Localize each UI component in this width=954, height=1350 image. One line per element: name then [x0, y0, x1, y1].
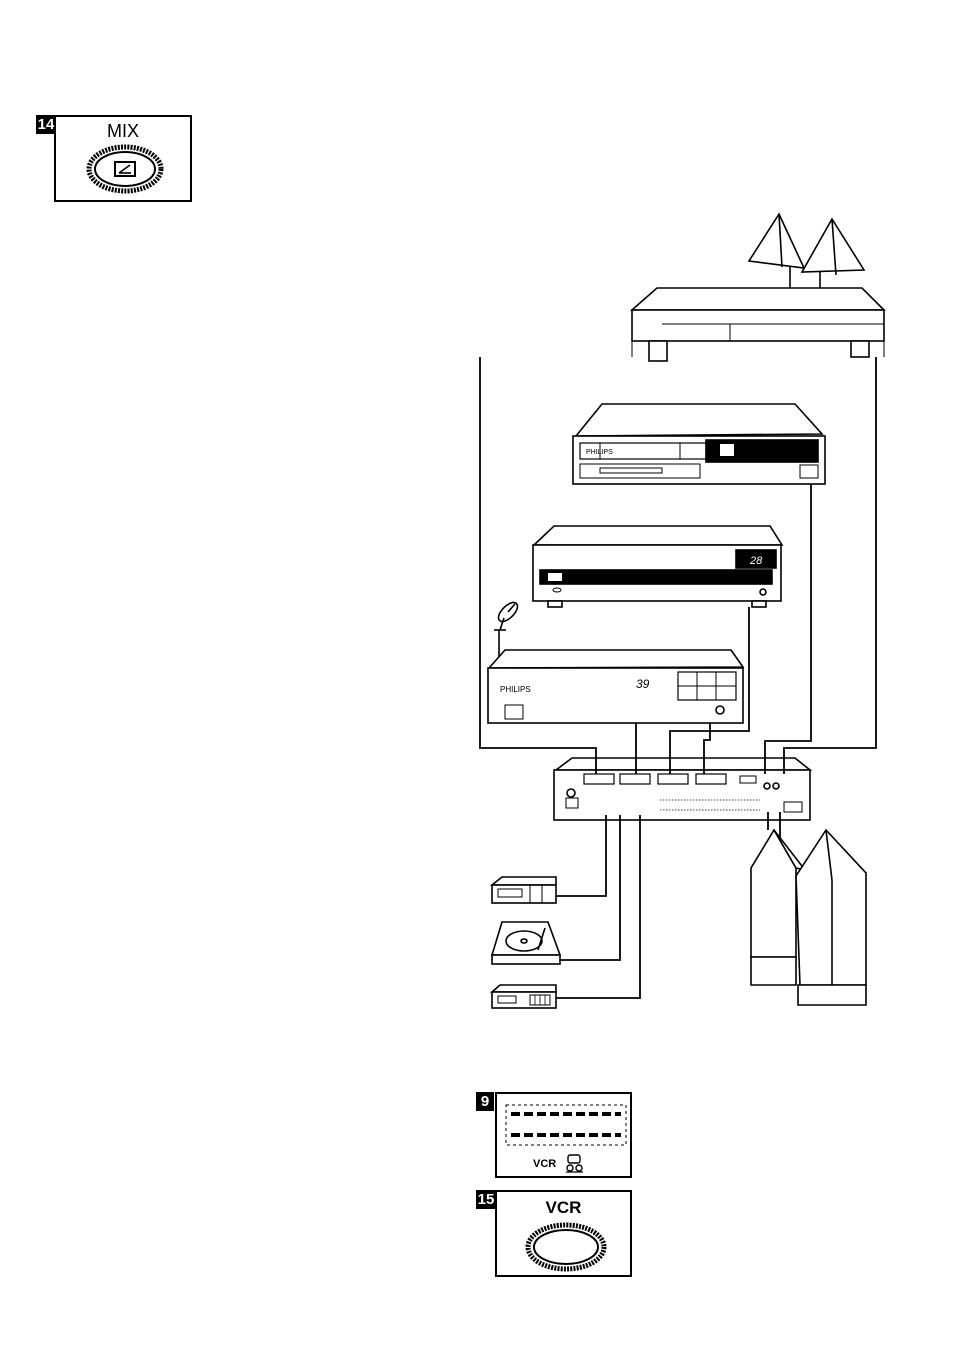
step-badge-15: 15 — [476, 1190, 496, 1209]
vcr-top — [573, 404, 825, 484]
tape-path-graphic — [505, 1104, 627, 1146]
cassette-deck — [492, 877, 556, 903]
vcr-button-panel: VCR — [495, 1190, 632, 1277]
vcr-bottom-brand: PHILIPS — [500, 685, 531, 694]
vcr-button-label: VCR — [497, 1198, 630, 1218]
vcr-display-label: VCR — [533, 1158, 556, 1170]
vcr-bottom-display: 39 — [636, 677, 650, 691]
step-badge-9: 9 — [476, 1092, 494, 1111]
tv-set — [632, 288, 884, 361]
front-speakers — [751, 830, 866, 1005]
record-player — [492, 922, 560, 964]
vcr-middle-display: 28 — [749, 555, 763, 567]
tuner-amplifier — [492, 985, 556, 1008]
vcr-top-brand: PHILIPS — [586, 449, 613, 456]
satellite-speakers — [749, 214, 864, 288]
vcr-display-panel: VCR — [495, 1092, 632, 1178]
cassette-tape-icon — [565, 1154, 585, 1174]
audio-video-hub — [554, 758, 810, 820]
vcr-middle — [533, 526, 782, 607]
vcr-button[interactable] — [525, 1222, 607, 1274]
